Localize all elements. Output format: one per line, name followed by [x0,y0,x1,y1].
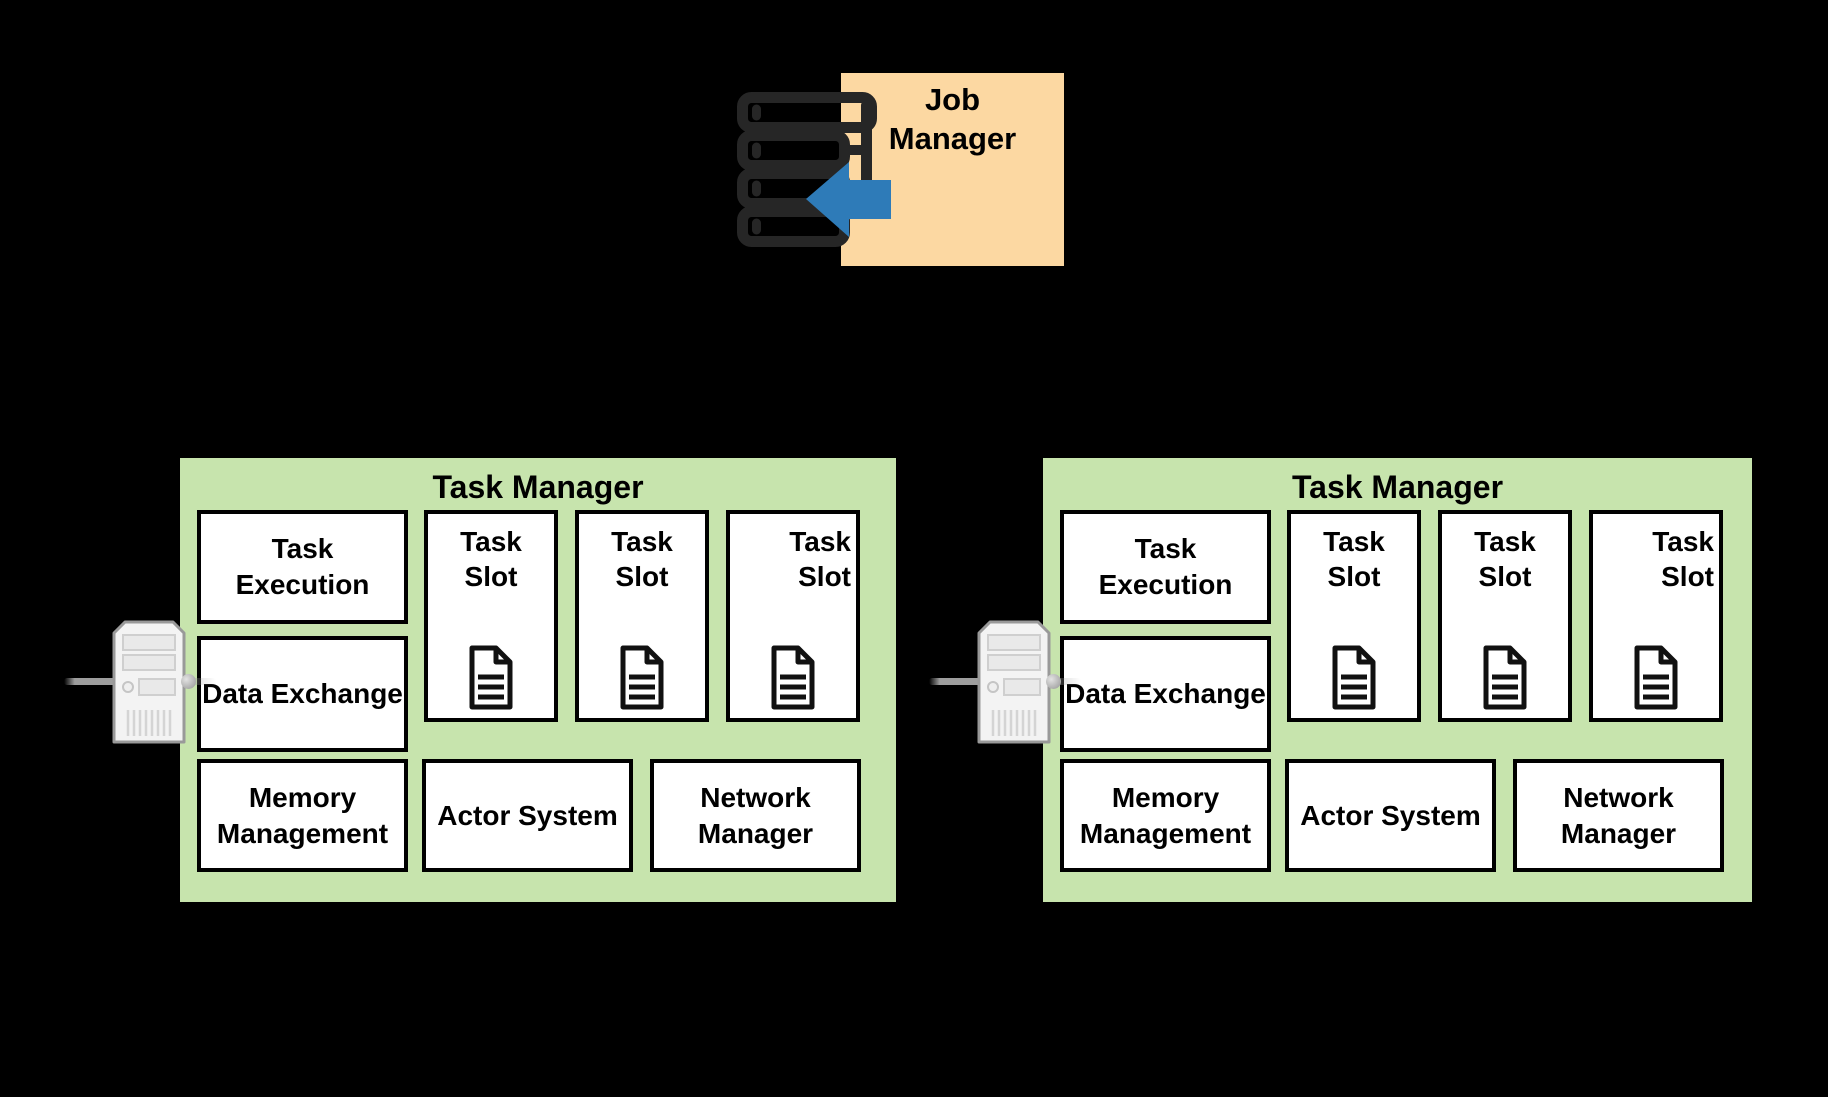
submit-arrow-icon [806,162,891,237]
component-memory-management: Memory Management [1060,759,1271,872]
component-task-execution: Task Execution [1060,510,1271,624]
task-slot-label: Task Slot [611,526,673,592]
task-slot-label: Task Slot [1323,526,1385,592]
document-icon [428,645,554,710]
document-icon [1593,645,1719,710]
component-network-manager: Network Manager [650,759,861,872]
task-slot-label: Task Slot [789,526,851,592]
component-memory-management: Memory Management [197,759,408,872]
document-icon [730,645,856,710]
task-manager-title: Task Manager [1291,469,1504,505]
document-icon [1291,645,1417,710]
task-slot-label: Task Slot [1652,526,1714,592]
component-label: Actor System [1300,799,1481,831]
cable-connector-right [1046,674,1061,689]
job-manager-box [841,73,1064,266]
component-label: Network Manager [697,781,814,849]
task-slot-3: Task Slot [726,510,860,722]
task-slot-2: Task Slot [575,510,709,722]
task-slot-label: Task Slot [460,526,522,592]
task-manager-box-left: Task Manager Task Execution Data Exchang… [180,458,896,902]
task-slot-1: Task Slot [424,510,558,722]
task-manager-box-right: Task Manager Task Execution Data Exchang… [1043,458,1752,902]
component-network-manager: Network Manager [1513,759,1724,872]
component-label: Actor System [437,799,618,831]
component-label: Network Manager [1560,781,1677,849]
component-data-exchange: Data Exchange [197,636,408,752]
component-label: Task Execution [235,533,370,600]
task-manager-title: Task Manager [432,469,644,505]
component-label: Memory Management [1079,781,1252,849]
component-actor-system: Actor System [422,759,633,872]
task-slot-3: Task Slot [1589,510,1723,722]
job-manager-label: Job Manager [888,82,1017,156]
task-slot-1: Task Slot [1287,510,1421,722]
component-label: Data Exchange [1065,678,1266,709]
task-slot-label: Task Slot [1474,526,1536,592]
job-manager-stack-icon [737,92,891,247]
component-task-execution: Task Execution [197,510,408,624]
server-tower-icon-left [112,620,186,744]
cable-connector-left [181,674,196,689]
document-icon [579,645,705,710]
server-tower-icon-right [977,620,1051,744]
component-data-exchange: Data Exchange [1060,636,1271,752]
component-label: Data Exchange [202,678,403,709]
component-actor-system: Actor System [1285,759,1496,872]
component-label: Memory Management [216,781,389,849]
task-slot-2: Task Slot [1438,510,1572,722]
document-icon [1442,645,1568,710]
component-label: Task Execution [1098,533,1233,600]
